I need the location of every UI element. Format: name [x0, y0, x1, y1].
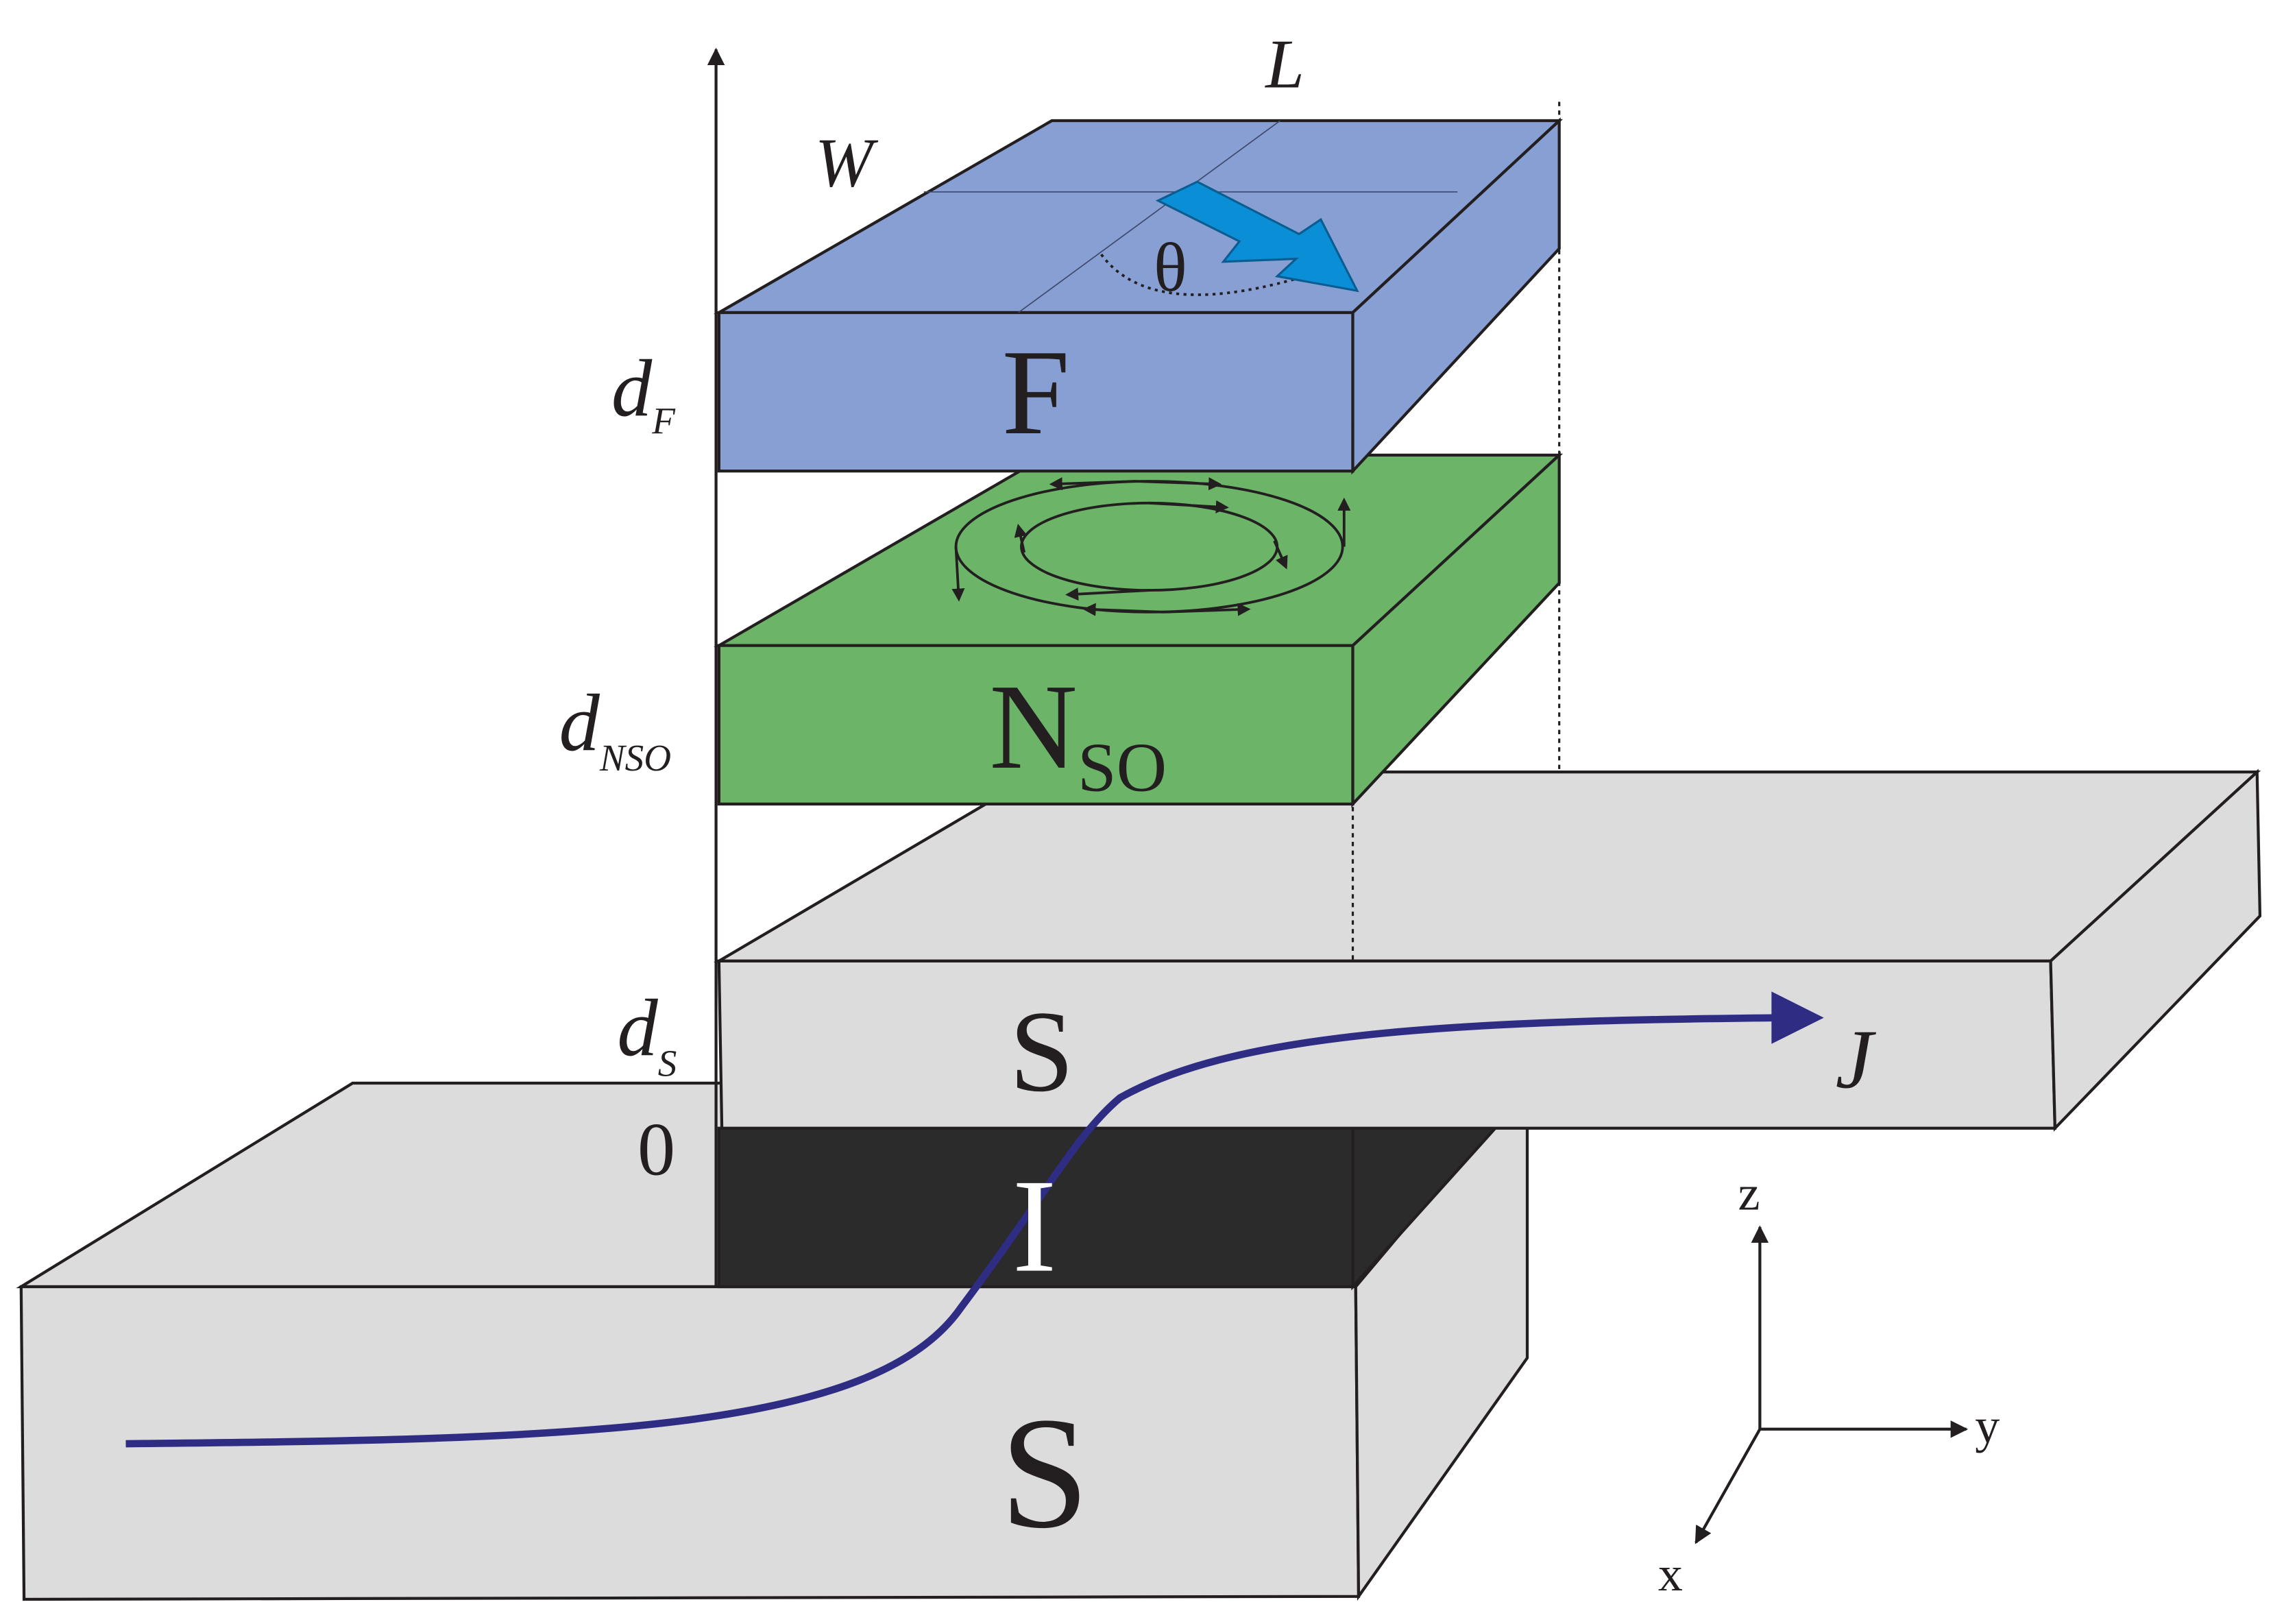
normal-metal-main: N — [989, 659, 1078, 795]
normal-metal-label: NSO — [989, 659, 1167, 807]
z-axis-label: z — [1738, 1166, 1760, 1221]
insulator-label: I — [1012, 1152, 1057, 1300]
top-superconductor — [714, 768, 2262, 1132]
thickness-s-main: d — [617, 983, 658, 1074]
thickness-f-sub: F — [651, 400, 676, 441]
width-label: W — [815, 124, 879, 202]
angle-label: θ — [1154, 229, 1187, 306]
bottom-superconductor-label: S — [1000, 1385, 1089, 1562]
current-label: J — [1836, 1012, 1877, 1106]
thickness-f-label: dF — [611, 343, 676, 441]
f-grid-line-1 — [1018, 120, 1280, 313]
axis-triad — [1694, 1225, 1969, 1544]
y-axis-label: y — [1975, 1398, 2000, 1453]
length-label: L — [1264, 25, 1304, 103]
thickness-nso-sub: NSO — [599, 737, 671, 779]
spin-texture-icon — [951, 477, 1351, 616]
thickness-s-sub: S — [658, 1042, 677, 1084]
magnetization-arrow-icon — [1155, 180, 1359, 293]
nso-layer — [713, 451, 1564, 808]
x-axis-label: x — [1658, 1547, 1683, 1601]
ferromagnet-label: F — [1002, 324, 1070, 460]
current-path — [125, 1014, 1789, 1448]
f-side-face — [1351, 117, 1561, 475]
normal-metal-sub: SO — [1078, 729, 1167, 807]
current-arrowhead-icon — [1771, 991, 1824, 1044]
top-s-side-face — [2049, 768, 2262, 1132]
top-superconductor-label: S — [1009, 987, 1073, 1116]
thickness-nso-label: dNSO — [559, 677, 672, 779]
thickness-f-main: d — [611, 343, 653, 434]
origin-label: 0 — [637, 1108, 675, 1191]
thickness-nso-main: d — [559, 677, 600, 768]
thickness-s-label: dS — [617, 983, 677, 1084]
ferromagnet-layer — [713, 117, 1564, 475]
